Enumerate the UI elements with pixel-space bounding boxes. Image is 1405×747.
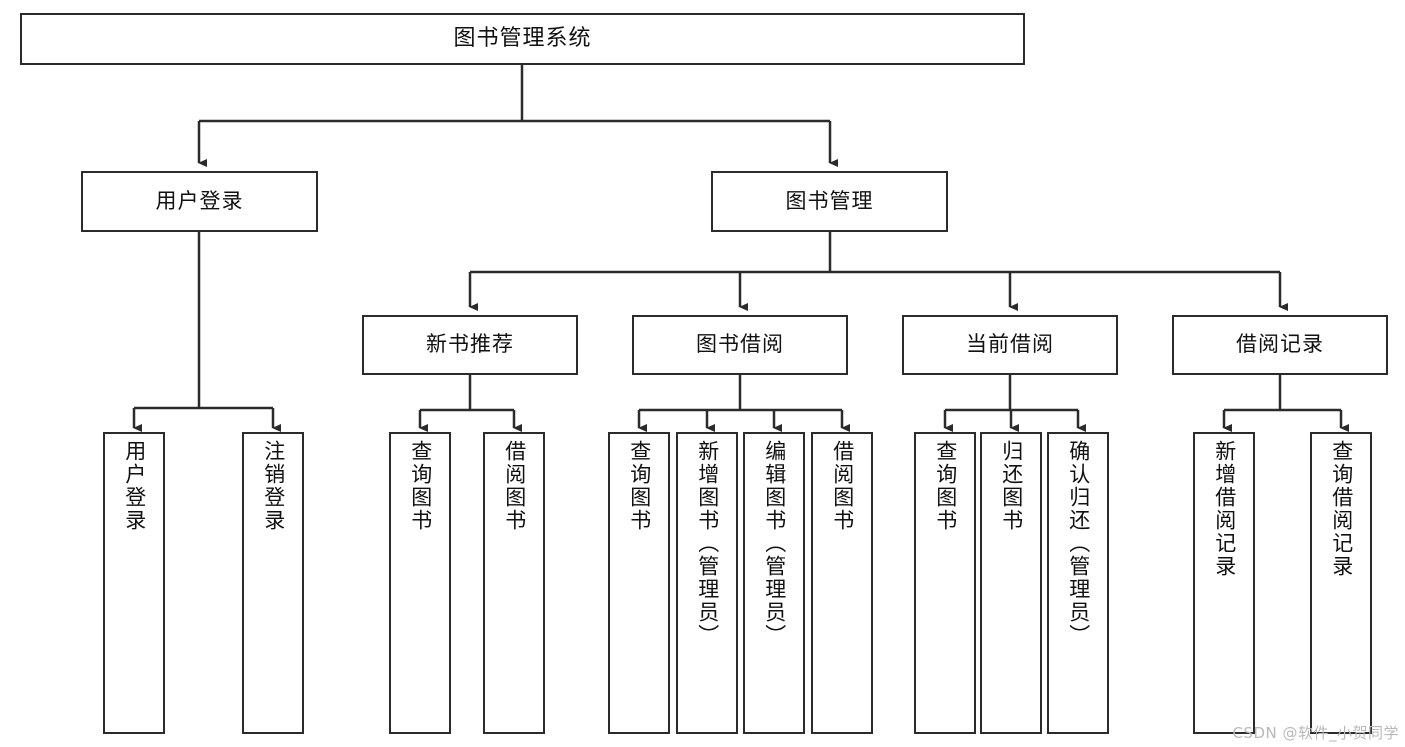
- leaf-label: 用户登录: [122, 440, 147, 532]
- leaf-add-record[interactable]: 新增借阅记录: [1193, 432, 1255, 734]
- node-user-login[interactable]: 用户登录: [81, 171, 318, 232]
- leaf-logout-login[interactable]: 注销登录: [242, 432, 304, 734]
- leaf-label: 借阅图书: [830, 440, 855, 532]
- node-new-book-recommend[interactable]: 新书推荐: [362, 315, 578, 375]
- leaf-query-book-1[interactable]: 查询图书: [389, 432, 451, 734]
- leaf-add-book[interactable]: 新增图书（管理员）: [676, 432, 738, 734]
- node-book-borrow[interactable]: 图书借阅: [632, 315, 848, 375]
- node-borrow-record[interactable]: 借阅记录: [1172, 315, 1388, 375]
- leaf-label: 查询图书: [933, 440, 958, 532]
- node-current-borrow[interactable]: 当前借阅: [902, 315, 1118, 375]
- leaf-label: 查询图书: [408, 440, 433, 532]
- leaf-label: 查询借阅记录: [1329, 440, 1354, 578]
- leaf-label: 确认归还（管理员）: [1066, 440, 1091, 647]
- leaf-user-login[interactable]: 用户登录: [103, 432, 165, 734]
- node-book-manage[interactable]: 图书管理: [711, 171, 948, 232]
- leaf-label: 查询图书: [627, 440, 652, 532]
- leaf-query-book-3[interactable]: 查询图书: [914, 432, 976, 734]
- leaf-query-record[interactable]: 查询借阅记录: [1310, 432, 1372, 734]
- leaf-label: 新增图书（管理员）: [695, 440, 720, 647]
- csdn-watermark: CSDN @软件_小贺同学: [1232, 724, 1399, 742]
- leaf-label: 编辑图书（管理员）: [762, 440, 787, 647]
- leaf-edit-book[interactable]: 编辑图书（管理员）: [743, 432, 805, 734]
- leaf-label: 借阅图书: [502, 440, 527, 532]
- leaf-label: 注销登录: [261, 440, 286, 532]
- leaf-confirm-return[interactable]: 确认归还（管理员）: [1047, 432, 1109, 734]
- leaf-borrow-book-2[interactable]: 借阅图书: [811, 432, 873, 734]
- leaf-label: 归还图书: [999, 440, 1024, 532]
- leaf-return-book[interactable]: 归还图书: [980, 432, 1042, 734]
- leaf-query-book-2[interactable]: 查询图书: [608, 432, 670, 734]
- leaf-borrow-book-1[interactable]: 借阅图书: [483, 432, 545, 734]
- leaf-label: 新增借阅记录: [1212, 440, 1237, 578]
- node-root[interactable]: 图书管理系统: [20, 13, 1025, 65]
